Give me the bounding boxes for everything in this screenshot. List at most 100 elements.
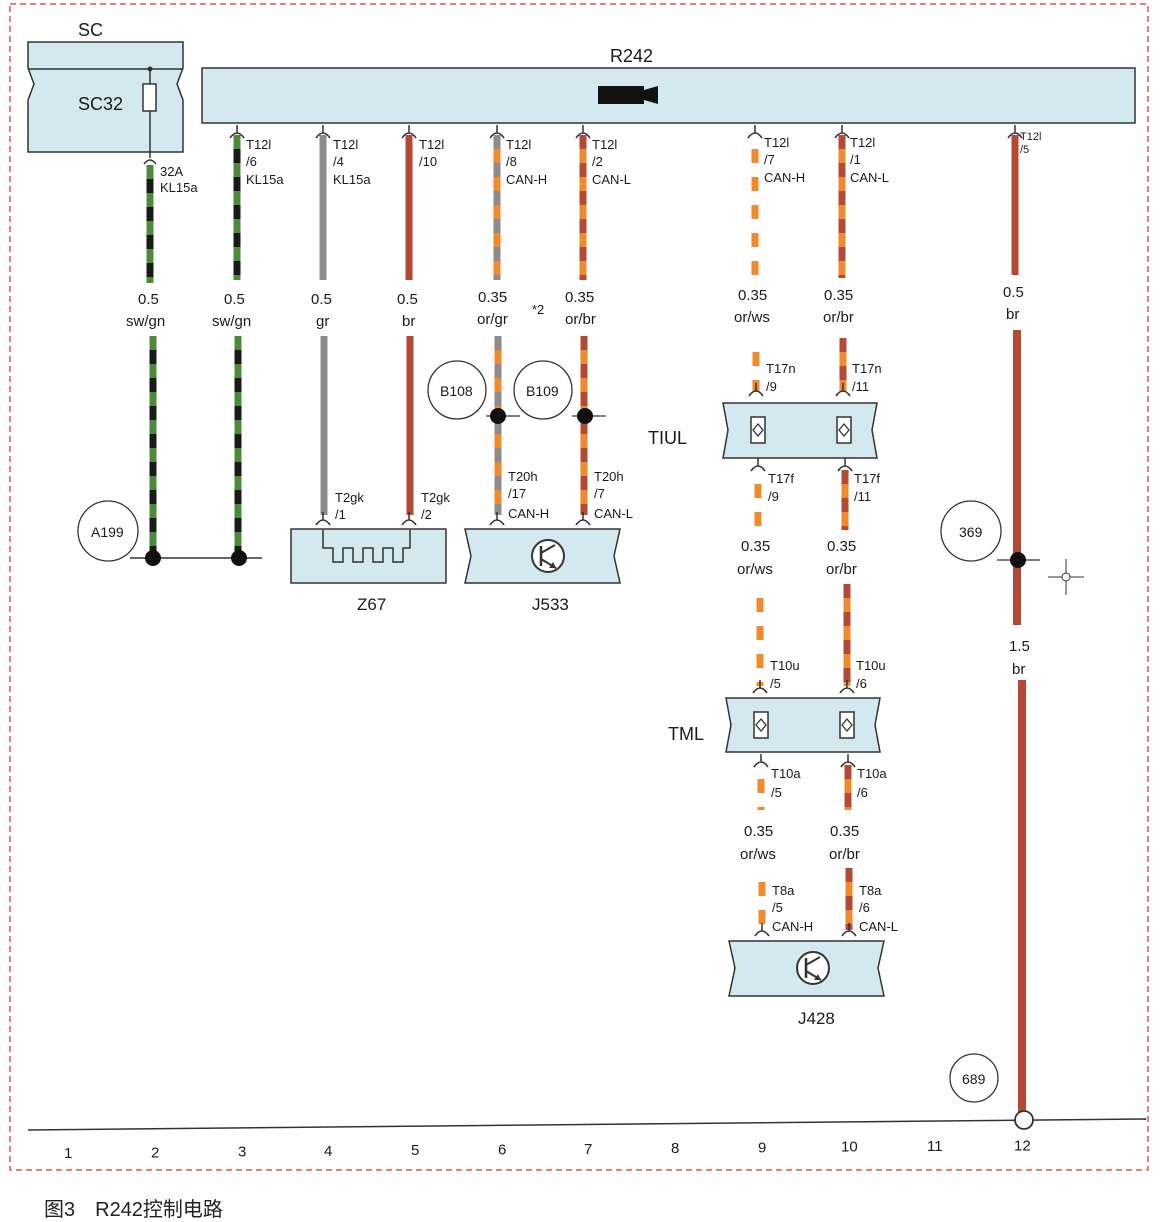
splice-a199: A199 — [77, 500, 139, 562]
connector-terminal — [401, 519, 417, 526]
splice-b108: B108 — [427, 360, 487, 420]
pin-label: T17n — [766, 361, 796, 376]
j533-name: J533 — [532, 595, 569, 614]
wire-color-label: or/gr — [477, 311, 508, 328]
heater-element-icon — [322, 530, 411, 563]
connector-terminal — [841, 930, 857, 937]
junction-dot — [1010, 552, 1026, 568]
wire-color-label: or/ws — [737, 561, 773, 578]
svg-text:369: 369 — [959, 524, 983, 540]
control-unit-box — [201, 67, 1136, 124]
wire-color-label: br — [402, 313, 415, 330]
pin-label: T12l — [333, 137, 358, 152]
pin-label: T8a — [772, 883, 795, 898]
column-number: 10 — [841, 1139, 858, 1156]
tml-name: TML — [668, 724, 704, 744]
wire-size-label: 0.35 — [824, 287, 853, 304]
column-number: 11 — [927, 1138, 943, 1155]
pin-label: T12l — [246, 137, 271, 152]
pin-label: T2gk — [421, 490, 450, 505]
pin-number: /7 — [594, 486, 605, 501]
wire-size-label: 0.35 — [738, 287, 767, 304]
column-number: 7 — [584, 1141, 592, 1158]
pin-label: T2gk — [335, 490, 364, 505]
wire-color-label: br — [1012, 661, 1025, 678]
svg-text:689: 689 — [962, 1071, 986, 1087]
pin-number: /7 — [764, 152, 775, 167]
tiul-connector — [722, 402, 878, 459]
pin-label: T20h — [594, 469, 624, 484]
pin-label: T10a — [771, 766, 801, 781]
camera-icon — [598, 86, 658, 104]
diagram-frame — [9, 3, 1149, 1171]
splice-369: 369 — [940, 500, 1002, 562]
wire-size-label: 0.5 — [1003, 284, 1024, 301]
svg-text:B108: B108 — [440, 383, 473, 399]
column-number: 12 — [1014, 1137, 1031, 1154]
ground-rail — [27, 1118, 1147, 1131]
fuse-label: SC32 — [78, 94, 123, 114]
footnote-marker: *2 — [532, 302, 544, 317]
pin-number: /10 — [419, 154, 437, 169]
pin-signal: CAN-L — [594, 506, 633, 521]
pin-number: /2 — [592, 154, 603, 169]
pin-number: /6 — [856, 676, 867, 691]
pin-label: T17f — [768, 471, 794, 486]
wire-size-label: 0.35 — [744, 823, 773, 840]
tiul-name: TIUL — [648, 428, 687, 448]
wire-color-label: gr — [316, 313, 329, 330]
fuse-terminal — [143, 159, 157, 165]
wire-size-label: 0.35 — [478, 289, 507, 306]
pin-label: T12l — [764, 135, 789, 150]
splice-689: 689 — [949, 1053, 999, 1103]
pin-number: /6 — [246, 154, 257, 169]
transistor-icon — [796, 951, 830, 985]
wire-size-label: 0.5 — [138, 291, 159, 308]
pin-label: T12l — [506, 137, 531, 152]
connector-terminal — [489, 519, 505, 526]
figure-caption: 图3 R242控制电路 — [44, 1199, 223, 1221]
pin-number: /5 — [1020, 144, 1029, 156]
pin-number: /9 — [768, 489, 779, 504]
pin-signal: CAN-L — [859, 919, 898, 934]
pin-number: /11 — [854, 489, 871, 504]
connector-terminal — [754, 930, 770, 937]
pin-number: /4 — [333, 154, 344, 169]
connector-terminal — [748, 390, 764, 397]
wire-color-label: or/ws — [740, 846, 776, 863]
wire-size-label: 0.5 — [311, 291, 332, 308]
connector-terminal — [835, 390, 851, 397]
wire-color-label: sw/gn — [212, 313, 251, 330]
column-number: 9 — [758, 1139, 766, 1156]
column-number: 4 — [324, 1143, 332, 1160]
column-number: 6 — [498, 1142, 506, 1159]
pin-label: T12l — [850, 135, 875, 150]
transistor-icon — [531, 539, 565, 573]
pin-number: /6 — [857, 785, 868, 800]
pin-label: T12l — [592, 137, 617, 152]
pin-signal: CAN-L — [592, 172, 631, 187]
wire-size-label: 0.35 — [565, 289, 594, 306]
control-unit-name: R242 — [610, 46, 653, 66]
pin-number: /11 — [852, 379, 869, 394]
wire-size-label: 0.35 — [741, 538, 770, 555]
pin-number: /9 — [766, 379, 777, 394]
pin-label: T10u — [856, 658, 886, 673]
pin-signal: CAN-L — [850, 170, 889, 185]
pin-label: T12l — [1020, 131, 1041, 143]
pin-number: /5 — [771, 785, 782, 800]
connector-contact-icon — [753, 711, 855, 739]
tml-connector — [725, 697, 881, 753]
column-number: 1 — [64, 1145, 72, 1162]
pin-label: T10u — [770, 658, 800, 673]
j428-name: J428 — [798, 1009, 835, 1028]
junction-dot — [490, 408, 506, 424]
pin-label: T17n — [852, 361, 882, 376]
pin-label: T20h — [508, 469, 538, 484]
column-number: 8 — [671, 1140, 679, 1157]
wire-color-label: or/ws — [734, 309, 770, 326]
wire-size-label: 0.5 — [224, 291, 245, 308]
connector-contact-icon — [750, 416, 852, 444]
